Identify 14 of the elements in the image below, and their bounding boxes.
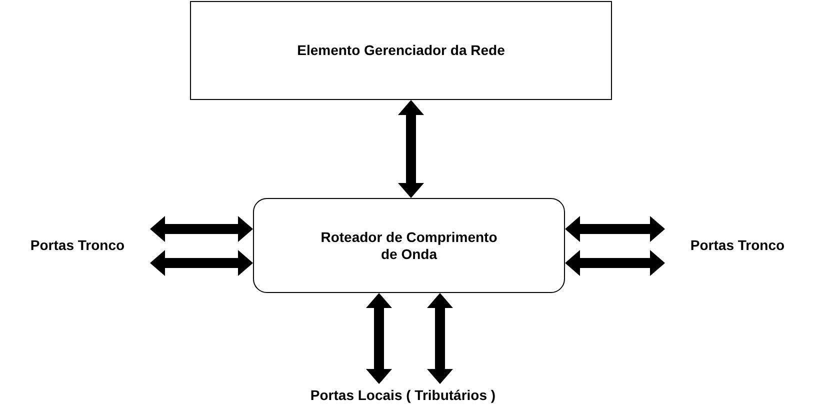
box-label: Roteador de Comprimento de Onda	[320, 228, 498, 262]
double-arrow	[427, 293, 453, 384]
process-box	[190, 1, 612, 100]
box-label: Elemento Gerenciador da Rede	[297, 42, 505, 59]
double-arrow	[398, 100, 424, 198]
port-label: Portas Tronco	[690, 236, 785, 254]
port-label: Portas Tronco	[30, 236, 125, 254]
double-arrow	[150, 216, 253, 242]
double-arrow	[150, 250, 253, 276]
port-label: Portas Locais ( Tributários )	[310, 386, 496, 404]
rounded-process-box	[253, 198, 565, 293]
double-arrow	[565, 250, 665, 276]
double-arrow	[366, 293, 392, 384]
double-arrow	[565, 216, 665, 242]
